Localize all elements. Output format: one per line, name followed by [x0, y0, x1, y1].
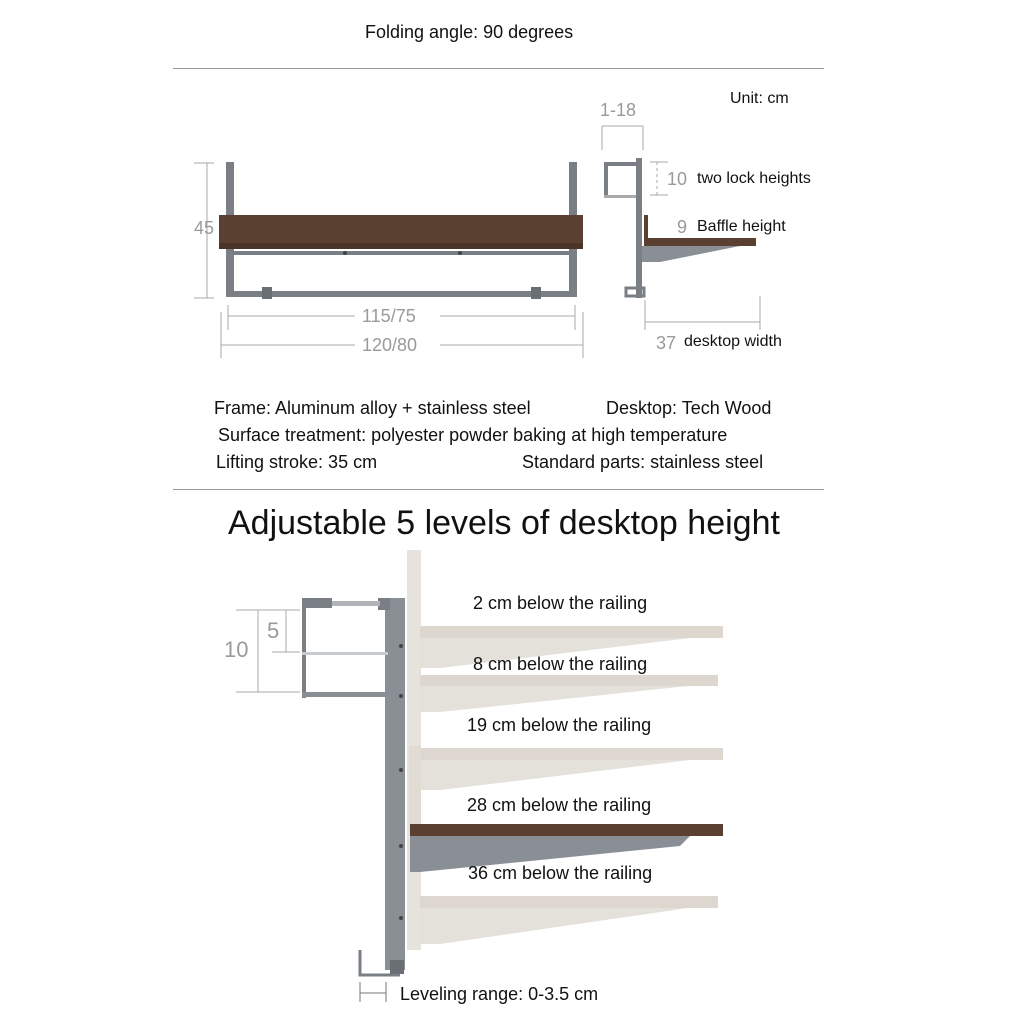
- unit-label: Unit: cm: [730, 90, 789, 107]
- top-divider: [173, 68, 824, 69]
- spec-stroke: Lifting stroke: 35 cm: [216, 452, 378, 472]
- height-dim-label: 45: [194, 218, 215, 238]
- clamp-range-label: 1-18: [600, 100, 637, 120]
- spec-parts: Standard parts: stainless steel: [522, 452, 764, 472]
- levels-title: Adjustable 5 levels of desktop height: [228, 504, 780, 542]
- spec-desktop: Desktop: Tech Wood: [606, 398, 772, 418]
- level-label-5: 36 cm below the railing: [468, 863, 653, 883]
- spec-frame: Frame: Aluminum alloy + stainless steel: [214, 398, 531, 418]
- folding-angle-caption: Folding angle: 90 degrees: [365, 22, 574, 42]
- level-label-4: 28 cm below the railing: [467, 795, 652, 815]
- side-dim-outer: 10: [224, 637, 249, 662]
- leveling-range-label: Leveling range: 0-3.5 cm: [400, 984, 599, 1004]
- side-dim-inner: 5: [267, 618, 280, 643]
- level-label-3: 19 cm below the railing: [467, 715, 652, 735]
- bottom-divider: [173, 489, 824, 490]
- spec-surface: Surface treatment: polyester powder baki…: [218, 425, 728, 445]
- baffle-label: Baffle height: [697, 218, 786, 235]
- level-label-2: 8 cm below the railing: [473, 654, 648, 674]
- outer-width-dim-label: 120/80: [362, 335, 418, 355]
- level-label-1: 2 cm below the railing: [473, 593, 648, 613]
- desk-width-label: desktop width: [684, 333, 782, 350]
- inner-width-dim-label: 115/75: [362, 306, 416, 326]
- desk-width-value: 37: [656, 333, 677, 353]
- lock-height-label: two lock heights: [697, 170, 811, 187]
- baffle-value: 9: [677, 217, 688, 237]
- lock-height-value: 10: [667, 169, 688, 189]
